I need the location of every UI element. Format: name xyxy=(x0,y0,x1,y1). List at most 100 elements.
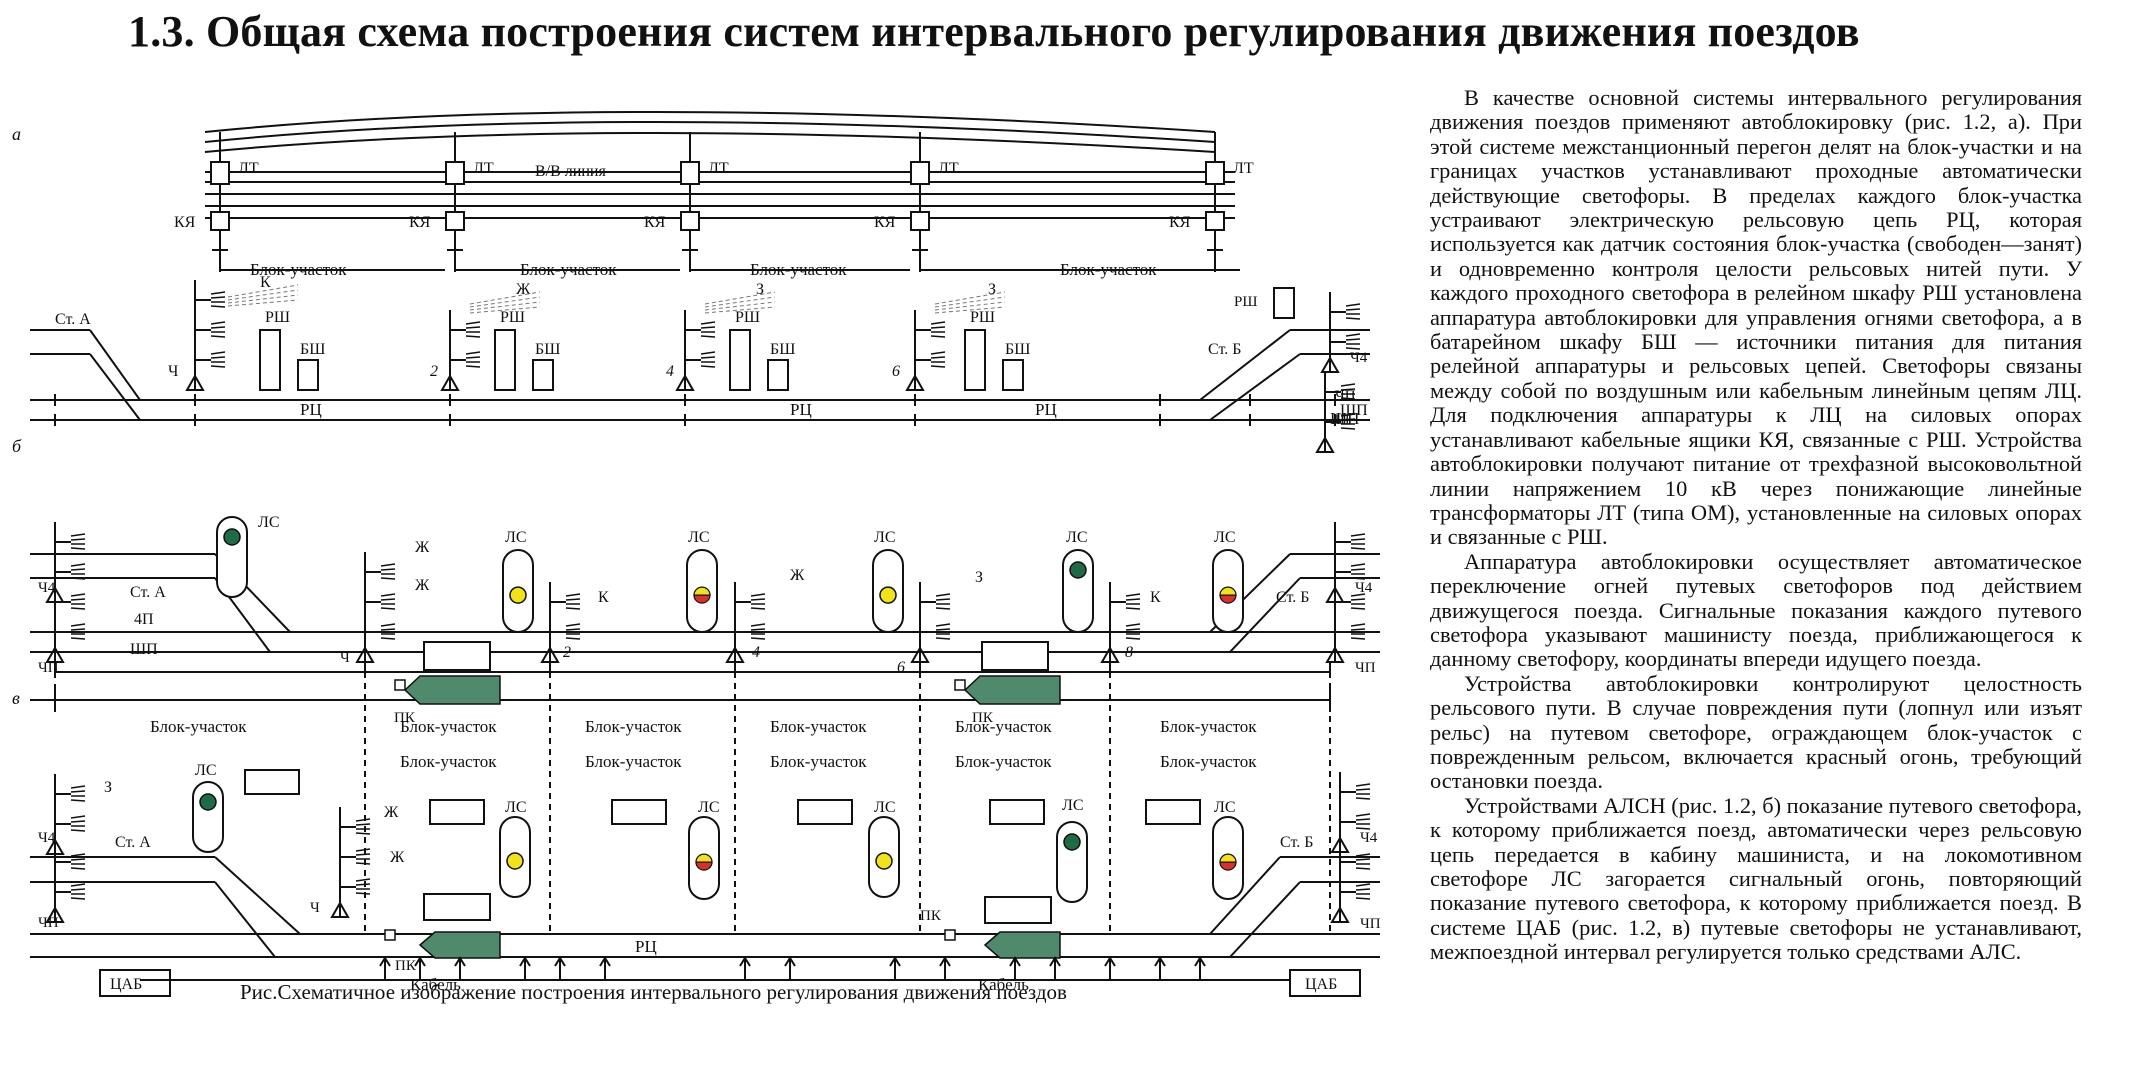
signal-lamp xyxy=(565,628,581,631)
signal-lamp xyxy=(70,577,86,580)
line-transformer xyxy=(445,161,465,185)
signal-lamp xyxy=(380,623,396,627)
label-pk: ПК xyxy=(395,958,417,974)
label-6: 6 xyxy=(892,363,900,380)
signal-base xyxy=(45,645,65,663)
label-ls: ЛС xyxy=(195,762,217,779)
signal-beam xyxy=(469,296,541,308)
green-lamp xyxy=(223,528,241,546)
signal-lamp xyxy=(70,598,86,601)
label-st-a: Ст. А xyxy=(130,584,166,601)
signal-lamp xyxy=(565,593,581,597)
signal-lamp xyxy=(70,799,86,802)
signal-lamp xyxy=(1340,413,1356,417)
cable-arrow xyxy=(379,956,391,967)
signal-lamp xyxy=(935,637,951,640)
signal-lamp xyxy=(565,637,581,640)
cable-box xyxy=(910,211,930,231)
signal-lamp xyxy=(70,785,86,789)
label-pk: ПК xyxy=(972,710,994,726)
label-st-a: Ст. А xyxy=(55,311,91,328)
signal-lamp xyxy=(750,593,766,597)
signal-beam xyxy=(934,301,1006,311)
label-aspect: З xyxy=(988,281,996,298)
label-rsh: РШ xyxy=(735,309,760,326)
signal-lamp xyxy=(70,888,86,891)
signal-lamp xyxy=(1125,593,1141,597)
cable-arrow xyxy=(414,956,426,967)
signal-lamp xyxy=(355,818,371,822)
label-bsh: БШ xyxy=(300,341,325,358)
signal-lamp xyxy=(930,321,946,325)
paragraph: Устройствами АЛСН (рис. 1.2, б) показани… xyxy=(1430,792,2082,965)
label-cable: Кабель xyxy=(978,975,1029,994)
signal-lamp xyxy=(1125,623,1141,627)
label-block-section: Блок-участок xyxy=(770,717,867,736)
signal-lamp xyxy=(1345,317,1361,320)
signal-lamp xyxy=(1350,607,1366,610)
signal-lamp xyxy=(1345,338,1361,341)
signal-lamp xyxy=(1355,788,1371,791)
signal-lamp xyxy=(380,577,396,580)
signal-beam xyxy=(704,301,776,311)
label-lt: ЛТ xyxy=(1233,160,1254,177)
label-st-a: Ст. А xyxy=(115,834,151,851)
signal-lamp xyxy=(750,607,766,610)
signal-lamp xyxy=(70,533,86,537)
green-lamp xyxy=(1063,833,1081,851)
label-lt: ЛТ xyxy=(708,160,729,177)
label-rc: РЦ xyxy=(1035,400,1057,419)
alsn-box xyxy=(984,896,1052,924)
label-block-section: Блок-участок xyxy=(400,717,497,736)
signal-lamp xyxy=(700,335,716,338)
label-6: 6 xyxy=(897,659,905,676)
signal-beam xyxy=(469,291,541,305)
signal-lamp xyxy=(70,815,86,819)
cable-arrow xyxy=(454,956,466,967)
signal-beam xyxy=(704,306,776,314)
pk-box xyxy=(384,929,396,941)
signal-base xyxy=(725,645,745,663)
yellow-lamp xyxy=(509,586,527,604)
label-st-b: Ст. Б xyxy=(1276,589,1309,606)
signal-lamp xyxy=(1355,867,1371,870)
alsn-box xyxy=(423,641,491,671)
label-aspect: З xyxy=(975,569,983,586)
label-ch4: Ч4 xyxy=(38,830,56,846)
label-block-section: Блок-участок xyxy=(750,260,847,279)
line-transformer xyxy=(210,161,230,185)
yellow-lamp xyxy=(1219,586,1237,596)
signal-lamp xyxy=(355,832,371,835)
panel-label: б xyxy=(12,436,22,456)
signal-lamp xyxy=(465,335,481,338)
signal-lamp xyxy=(1355,853,1371,857)
label-4: 4 xyxy=(666,363,674,380)
uks-box xyxy=(1145,799,1201,825)
signal-lamp xyxy=(1345,308,1361,311)
uks-box xyxy=(611,799,667,825)
signal-lamp xyxy=(1125,598,1141,601)
cable-box xyxy=(680,211,700,231)
label-block-section: Блок-участок xyxy=(150,717,247,736)
label-2: 2 xyxy=(563,644,571,661)
battery-cabinet xyxy=(1002,359,1024,391)
label-ch: Ч xyxy=(168,363,178,380)
cable-arrow xyxy=(939,956,951,967)
yellow-lamp xyxy=(879,586,897,604)
signal-lamp xyxy=(380,568,396,571)
label-ch4: Ч4 xyxy=(1355,580,1373,596)
signal-lamp xyxy=(210,356,226,359)
cable-box xyxy=(210,211,230,231)
signal-lamp xyxy=(70,829,86,832)
label-ls: ЛС xyxy=(688,529,710,546)
train xyxy=(403,675,501,705)
signal-beam xyxy=(227,289,299,301)
green-lamp xyxy=(199,793,217,811)
cable-arrow xyxy=(1104,956,1116,967)
signal-lamp xyxy=(70,820,86,823)
signal-lamp xyxy=(935,623,951,627)
signal-beam xyxy=(227,284,299,298)
signal-lamp xyxy=(70,853,86,857)
signal-lamp xyxy=(355,892,371,895)
